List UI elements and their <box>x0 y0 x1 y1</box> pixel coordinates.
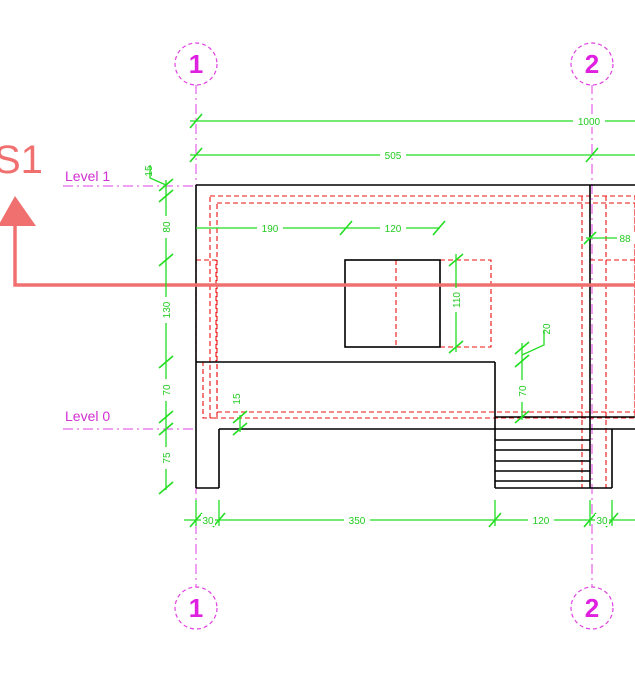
dim-20-text: 20 <box>542 323 553 335</box>
dim-20-leader <box>521 330 545 356</box>
dim-bottom-350-text: 350 <box>349 516 366 527</box>
dim-15-top-leader <box>149 165 167 186</box>
levels: Level 1 Level 0 <box>63 168 196 430</box>
walls <box>195 184 635 489</box>
section-arrow-icon <box>0 196 36 226</box>
section-label: S1 <box>0 138 43 182</box>
dim-opening-height-text: 110 <box>452 292 463 308</box>
grid-label-2-bottom: 2 <box>585 593 599 623</box>
dim-grid-span-text: 505 <box>385 151 402 162</box>
hidden-lines <box>195 195 635 488</box>
dim-15-mid-text: 15 <box>232 393 243 405</box>
hidden-left-lower <box>202 361 218 419</box>
dim-70-left-text: 70 <box>162 384 173 396</box>
section-marker: S1 <box>0 138 635 287</box>
grid-label-2-top: 2 <box>585 49 599 79</box>
dim-opening-offset-text: 190 <box>262 224 279 235</box>
dim-130-text: 130 <box>162 301 173 318</box>
dim-80-text: 80 <box>162 221 173 233</box>
hidden-outline-outer <box>209 195 635 419</box>
hidden-left-slot <box>195 259 217 363</box>
grid-label-1-top: 1 <box>189 49 203 79</box>
window-opening <box>344 259 441 348</box>
level-1-label: Level 1 <box>65 168 110 184</box>
dim-75-text: 75 <box>162 452 173 464</box>
section-cut-line <box>13 225 635 287</box>
dim-bottom-30-right-text: 30 <box>596 516 608 527</box>
dim-overall-text: 1000 <box>578 117 601 128</box>
grid-axes: 1 2 1 2 <box>174 42 614 630</box>
hidden-outline-inner <box>216 202 635 413</box>
dimensions: 1000 505 190 120 110 88 <box>144 113 635 528</box>
dim-bottom-120-text: 120 <box>533 516 550 527</box>
grid-bubble-1-bottom <box>174 586 218 630</box>
dim-bottom-30-left-text: 30 <box>202 516 214 527</box>
stairs <box>495 439 590 489</box>
grid-label-1-bottom: 1 <box>189 593 203 623</box>
dim-70-right-text: 70 <box>518 385 529 397</box>
grid-bubble-1-top <box>174 42 218 86</box>
level-0-label: Level 0 <box>65 408 110 424</box>
hidden-window-reveal <box>439 259 492 348</box>
dim-15-top-text: 15 <box>144 165 155 177</box>
grid-bubble-2-top <box>570 42 614 86</box>
grid-bubble-2-bottom <box>570 586 614 630</box>
dim-opening-width-text: 120 <box>385 224 402 235</box>
dim-right-offset-text: 88 <box>619 234 631 245</box>
